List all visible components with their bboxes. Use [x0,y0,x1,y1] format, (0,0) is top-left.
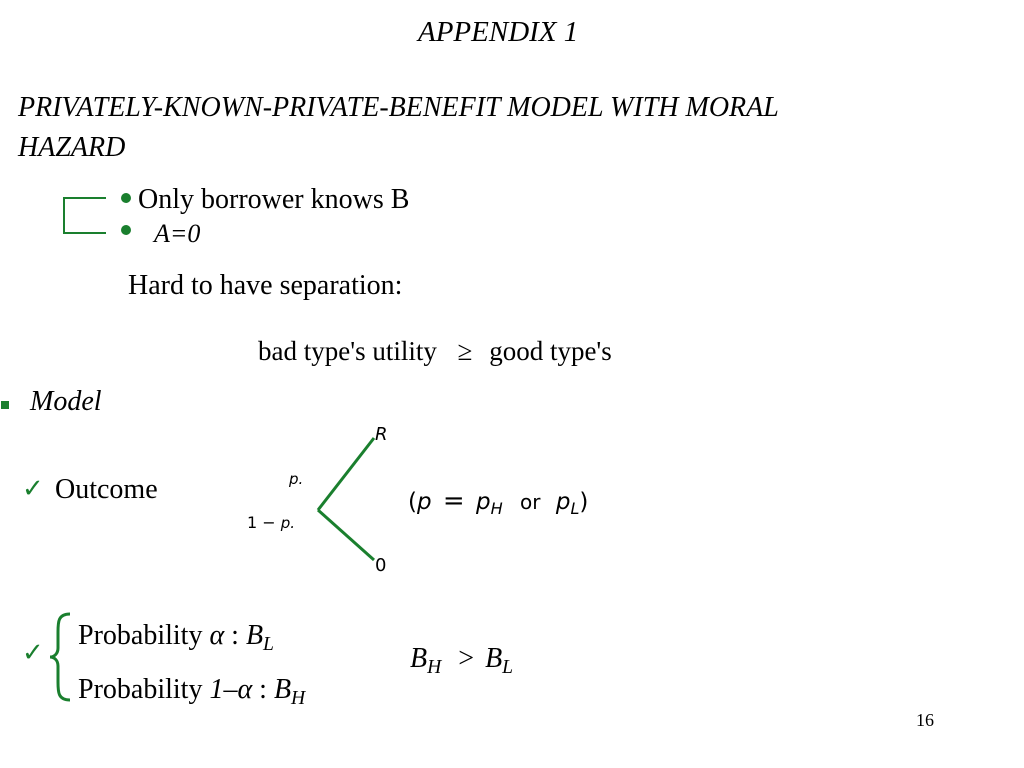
bracket-connector-icon [63,193,131,235]
prob1-b-sub: L [263,633,274,655]
inequality-bh-sub: H [427,656,442,678]
prob2-b-sub: H [291,687,306,709]
benefit-inequality: BH > BL [410,643,514,678]
bullet-a-zero: A=0 [154,219,201,248]
curly-brace-icon [49,612,71,702]
outcome-check-icon: ✓ [22,474,44,503]
outcome-label: Outcome [55,474,158,505]
prob1-text: Probability [78,620,203,651]
inequality-bh: B [410,643,428,674]
prob2-expr: 1–α [209,674,253,705]
square-bullet-icon [1,401,9,409]
condition-ph-sub: H [490,498,503,518]
page-number: 16 [916,710,934,730]
condition-or: or [520,490,541,514]
probability-line-1: Probability α : BL [78,620,274,655]
outcome-tree-lines [316,437,376,562]
condition-pl: p [555,489,571,515]
tree-upper-branch-label: p. [289,470,304,488]
tree-condition: (p = pH or pL) [408,486,588,516]
prob1-alpha: α [209,620,225,651]
prob1-b: B [245,620,264,651]
tree-leaf-zero: 0 [375,555,387,576]
condition-close-paren: ) [579,489,589,515]
tree-leaf-r: R [375,424,388,445]
slide-subtitle-line1: PRIVATELY-KNOWN-PRIVATE-BENEFIT MODEL WI… [18,92,779,123]
slide-subtitle-line2: HAZARD [18,132,126,163]
geq-symbol: ≥ [457,336,473,366]
prob-check-icon: ✓ [22,638,44,667]
utility-statement: bad type's utility ≥ good type's [258,336,612,367]
inequality-operator: > [458,643,475,674]
utility-left-text: bad type's utility [258,336,437,366]
probability-line-2: Probability 1–α : BH [78,674,306,709]
model-label: Model [30,386,102,417]
condition-pl-sub: L [570,498,580,518]
separation-text: Hard to have separation: [128,270,403,301]
prob1-colon: : [231,620,239,651]
condition-ph: p [476,489,491,515]
condition-p: p [416,489,432,515]
tree-lower-prefix: 1 − [247,513,276,532]
tree-lower-branch-label: 1 − p. [247,513,295,532]
prob2-text: Probability [78,674,203,705]
inequality-bl-sub: L [502,656,514,678]
prob2-b: B [273,674,292,705]
tree-lower-p: p. [280,514,296,532]
condition-open-paren: ( [408,489,417,515]
inequality-bl: B [485,643,503,674]
prob2-colon: : [259,674,267,705]
slide-title: APPENDIX 1 [418,16,579,48]
condition-equals: = [442,486,465,516]
utility-right-text: good type's [489,336,612,366]
bullet-only-borrower: Only borrower knows B [138,184,410,215]
